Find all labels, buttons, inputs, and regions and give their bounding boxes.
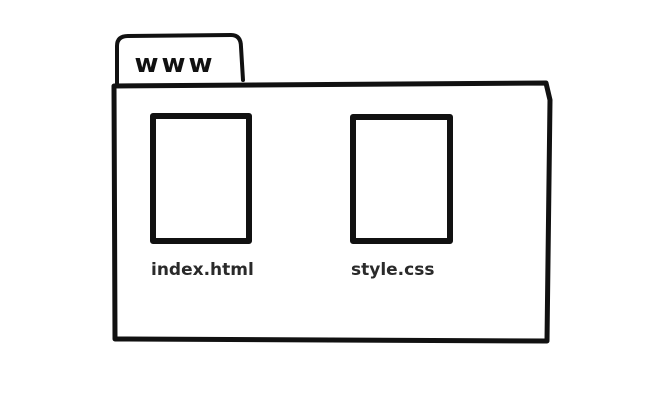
folder-body bbox=[111, 80, 553, 344]
file-name-style-css: style.css bbox=[351, 260, 434, 280]
file-name-index-html: index.html bbox=[151, 260, 254, 280]
file-style-css[interactable]: style.css bbox=[350, 114, 453, 280]
folder-name: www bbox=[134, 49, 215, 79]
file-icon bbox=[350, 114, 453, 244]
file-index-html[interactable]: index.html bbox=[150, 113, 254, 280]
file-icon bbox=[150, 113, 252, 244]
folder-tab bbox=[115, 33, 245, 86]
